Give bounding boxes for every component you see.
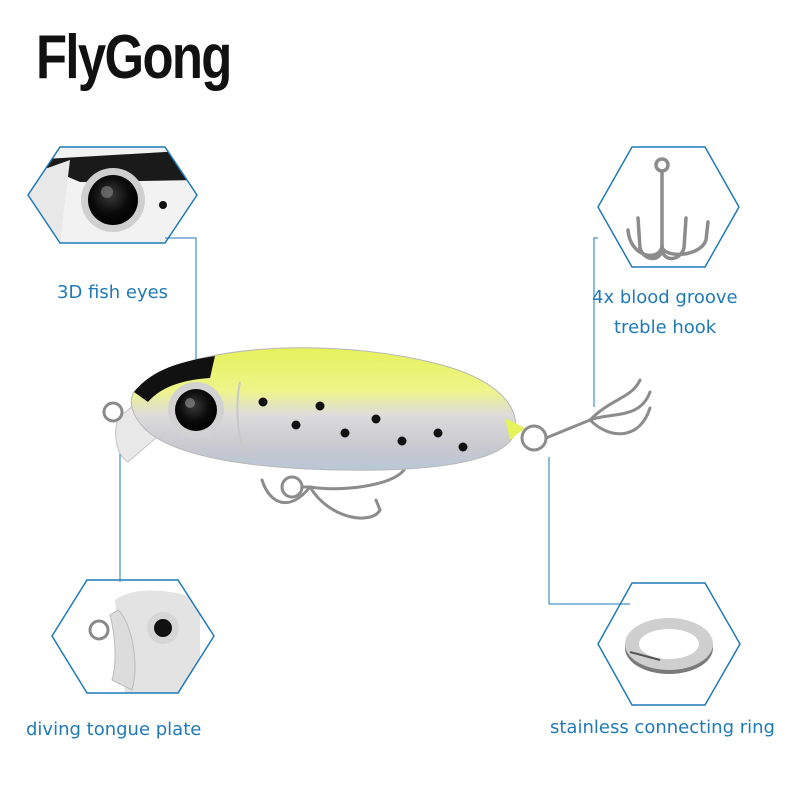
fish-eyes-label: 3D fish eyes (57, 282, 169, 303)
crankbait-lure-icon (102, 347, 652, 520)
split-ring-icon (625, 618, 713, 674)
leader-lines (119, 237, 630, 605)
hook-label-line2: treble hook (614, 317, 717, 338)
hook-label-line1: 4x blood groove (592, 287, 738, 308)
split-ring-label: stainless connecting ring (550, 717, 775, 738)
eye-closeup-icon (88, 175, 138, 225)
split-ring-callout (597, 582, 741, 706)
diving-lip-label: diving tongue plate (26, 719, 202, 740)
fish-eye-callout (27, 146, 198, 244)
treble-hook-icon (626, 157, 710, 261)
diving-lip-callout (51, 579, 215, 694)
brand-logo: FlyGong (36, 23, 232, 92)
treble-hook-callout (597, 146, 740, 268)
